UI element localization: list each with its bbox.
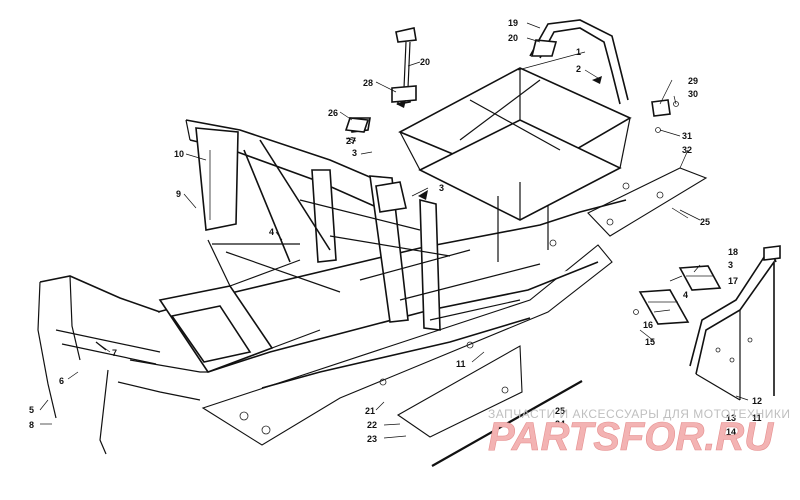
callout-11b: 11 — [752, 413, 762, 423]
main-frame — [37, 67, 632, 455]
watermark-tagline: ЗАПЧАСТИ И АКСЕССУАРЫ ДЛЯ МОТОТЕХНИКИ — [488, 407, 790, 421]
callout-29: 29 — [688, 76, 698, 86]
bracket-29 — [651, 99, 679, 133]
rear-plate-32 — [587, 167, 708, 237]
callout-23: 23 — [367, 434, 377, 444]
callout-26: 26 — [328, 108, 338, 118]
callout-30: 30 — [688, 89, 698, 99]
bracket-16 — [633, 289, 690, 325]
arrow-markers — [396, 76, 602, 200]
callout-3b: 3 — [439, 183, 444, 193]
callout-3a: 3 — [352, 148, 357, 158]
callout-21: 21 — [365, 406, 375, 416]
callout-2: 2 — [576, 64, 581, 74]
callout-10: 10 — [174, 149, 184, 159]
arrow-icon — [418, 190, 428, 200]
callout-6: 6 — [59, 376, 64, 386]
callout-25b: 25 — [555, 406, 565, 416]
callout-12: 12 — [752, 396, 762, 406]
watermark: ЗАПЧАСТИ И АКСЕССУАРЫ ДЛЯ МОТОТЕХНИКИ PA… — [488, 407, 790, 459]
callout-24: 24 — [555, 419, 565, 429]
callout-3c: 3 — [728, 260, 733, 270]
callout-22: 22 — [367, 420, 377, 430]
callout-19: 19 — [508, 18, 518, 28]
callout-27: 27 — [346, 136, 356, 146]
callouts: 1 2 3 3 3 4 4 5 6 7 8 9 10 11 11 12 13 1… — [29, 18, 762, 444]
callout-17: 17 — [728, 276, 738, 286]
callout-15: 15 — [645, 337, 655, 347]
arrow-icon — [396, 100, 406, 108]
seat-bracket-28 — [391, 27, 417, 103]
callout-5: 5 — [29, 405, 34, 415]
callout-9: 9 — [176, 189, 181, 199]
callout-20b: 20 — [420, 57, 430, 67]
arrow-icon — [592, 76, 602, 84]
rear-bumper-12 — [689, 245, 781, 401]
callout-18: 18 — [728, 247, 738, 257]
rear-roll-bar — [529, 19, 629, 105]
callout-14: 14 — [726, 427, 736, 437]
bracket-26 — [344, 117, 370, 143]
callout-4a: 4 — [269, 227, 274, 237]
callout-31: 31 — [682, 131, 692, 141]
callout-7: 7 — [112, 348, 117, 358]
callout-32: 32 — [682, 145, 692, 155]
callout-28: 28 — [363, 78, 373, 88]
callout-16: 16 — [643, 320, 653, 330]
callout-13: 13 — [726, 413, 736, 423]
callout-25a: 25 — [700, 217, 710, 227]
callout-11a: 11 — [456, 359, 466, 369]
callout-8: 8 — [29, 420, 34, 430]
callout-20a: 20 — [508, 33, 518, 43]
seal-strip-24 — [431, 380, 583, 467]
bracket-17 — [678, 265, 722, 291]
leader-lines — [39, 22, 749, 439]
floor-plate-21 — [201, 239, 613, 446]
callout-1: 1 — [576, 47, 581, 57]
callout-4b: 4 — [683, 290, 688, 300]
watermark-logo: PARTSFOR.RU — [488, 415, 774, 459]
skid-plate-22 — [396, 345, 523, 438]
